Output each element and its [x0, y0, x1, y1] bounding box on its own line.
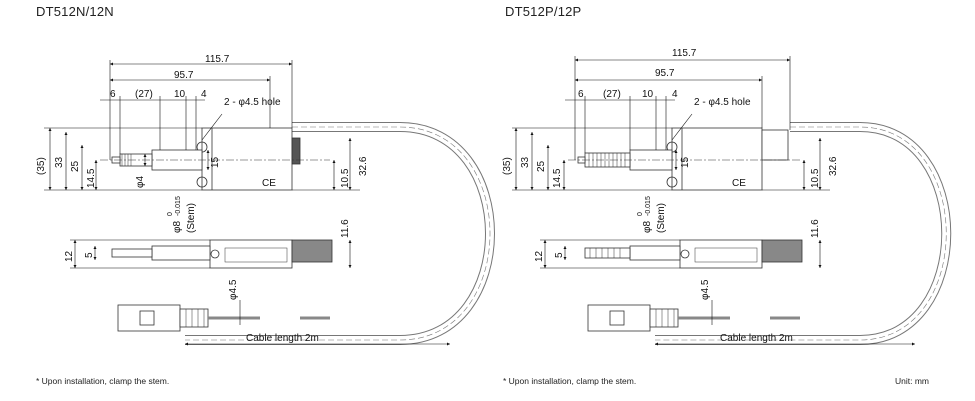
right-dim-6: 6 — [578, 89, 584, 100]
right-cable-loop — [655, 122, 952, 345]
right-dim-35: (35) — [502, 157, 513, 175]
left-dim-4: 4 — [201, 89, 207, 100]
right-dim-95-7: 95.7 — [655, 68, 675, 79]
left-dim-25: 25 — [70, 160, 81, 172]
left-dim-phi4-5: φ4.5 — [228, 279, 239, 300]
left-dim-12: 12 — [64, 250, 75, 262]
right-stem-tol-bot: -0.015 — [645, 196, 652, 216]
right-dim-15: 15 — [680, 156, 691, 168]
left-ce-mark: CE — [262, 178, 276, 189]
right-stem — [629, 149, 673, 171]
left-dim-6: 6 — [110, 89, 116, 100]
unit-label: Unit: mm — [895, 376, 929, 386]
right-dim-14-5: 14.5 — [552, 168, 563, 188]
left-dim-27: (27) — [135, 89, 153, 100]
left-side-body — [209, 239, 293, 269]
right-sensor-body — [671, 127, 763, 191]
right-dim-10: 10 — [642, 89, 654, 100]
right-dim-25: 25 — [536, 160, 547, 172]
right-connector — [587, 304, 651, 332]
left-dimensions — [44, 60, 450, 346]
left-dim-10-5: 10.5 — [340, 168, 351, 188]
left-stem-tol-top: 0 — [167, 212, 174, 216]
right-dim-12: 12 — [534, 250, 545, 262]
right-stem-label: (Stem) — [656, 203, 667, 233]
right-dim-11-6: 11.6 — [810, 219, 821, 238]
left-dim-labels: 115.7 95.7 6 (27) 10 4 2 - φ4.5 hole (35… — [36, 54, 369, 344]
right-dim-phi4-5: φ4.5 — [700, 279, 711, 300]
left-footnote: * Upon installation, clamp the stem. — [36, 376, 170, 386]
left-dim-33: 33 — [54, 156, 65, 168]
right-stem-tol-top: 0 — [637, 212, 644, 216]
right-ce-mark: CE — [732, 178, 746, 189]
right-dim-27: (27) — [603, 89, 621, 100]
left-dim-115-7: 115.7 — [205, 54, 230, 65]
right-dim-10-5: 10.5 — [810, 168, 821, 188]
right-diagram-title: DT512P/12P — [505, 4, 582, 19]
left-dim-phi4: φ4 — [135, 176, 146, 188]
left-connector — [117, 304, 181, 332]
right-side-body — [679, 239, 763, 269]
left-dim-32-6: 32.6 — [358, 156, 369, 176]
left-dim-35: (35) — [36, 157, 47, 175]
left-dim-hole: 2 - φ4.5 hole — [224, 97, 281, 108]
left-stem-phi: φ8 — [172, 221, 183, 233]
right-dim-5: 5 — [554, 252, 565, 258]
left-dim-11-6: 11.6 — [340, 219, 351, 238]
left-stem-tol-bot: -0.015 — [175, 196, 182, 216]
left-dim-5: 5 — [84, 252, 95, 258]
right-dim-33: 33 — [520, 156, 531, 168]
right-stem-phi: φ8 — [642, 221, 653, 233]
left-diagram-title: DT512N/12N — [36, 4, 114, 19]
left-dim-14-5: 14.5 — [86, 168, 97, 188]
left-cable-loop — [185, 122, 495, 345]
right-dim-32-6: 32.6 — [828, 156, 839, 176]
left-drawing: CE — [100, 122, 495, 345]
left-cable-length: Cable length 2m — [246, 333, 319, 344]
right-cable-length: Cable length 2m — [720, 333, 793, 344]
left-dim-10: 10 — [174, 89, 186, 100]
right-dim-hole: 2 - φ4.5 hole — [694, 97, 751, 108]
left-sensor-body — [201, 127, 293, 191]
right-footnote: * Upon installation, clamp the stem. — [503, 376, 637, 386]
right-dimensions — [512, 56, 915, 346]
right-dim-4: 4 — [672, 89, 678, 100]
left-dim-95-7: 95.7 — [174, 70, 194, 81]
right-drawing: CE — [568, 122, 952, 345]
left-stem-label: (Stem) — [186, 203, 197, 233]
right-dim-115-7: 115.7 — [672, 48, 697, 59]
left-dim-15: 15 — [210, 156, 221, 168]
right-dim-labels: 115.7 95.7 6 (27) 10 4 2 - φ4.5 hole (35… — [502, 48, 839, 344]
